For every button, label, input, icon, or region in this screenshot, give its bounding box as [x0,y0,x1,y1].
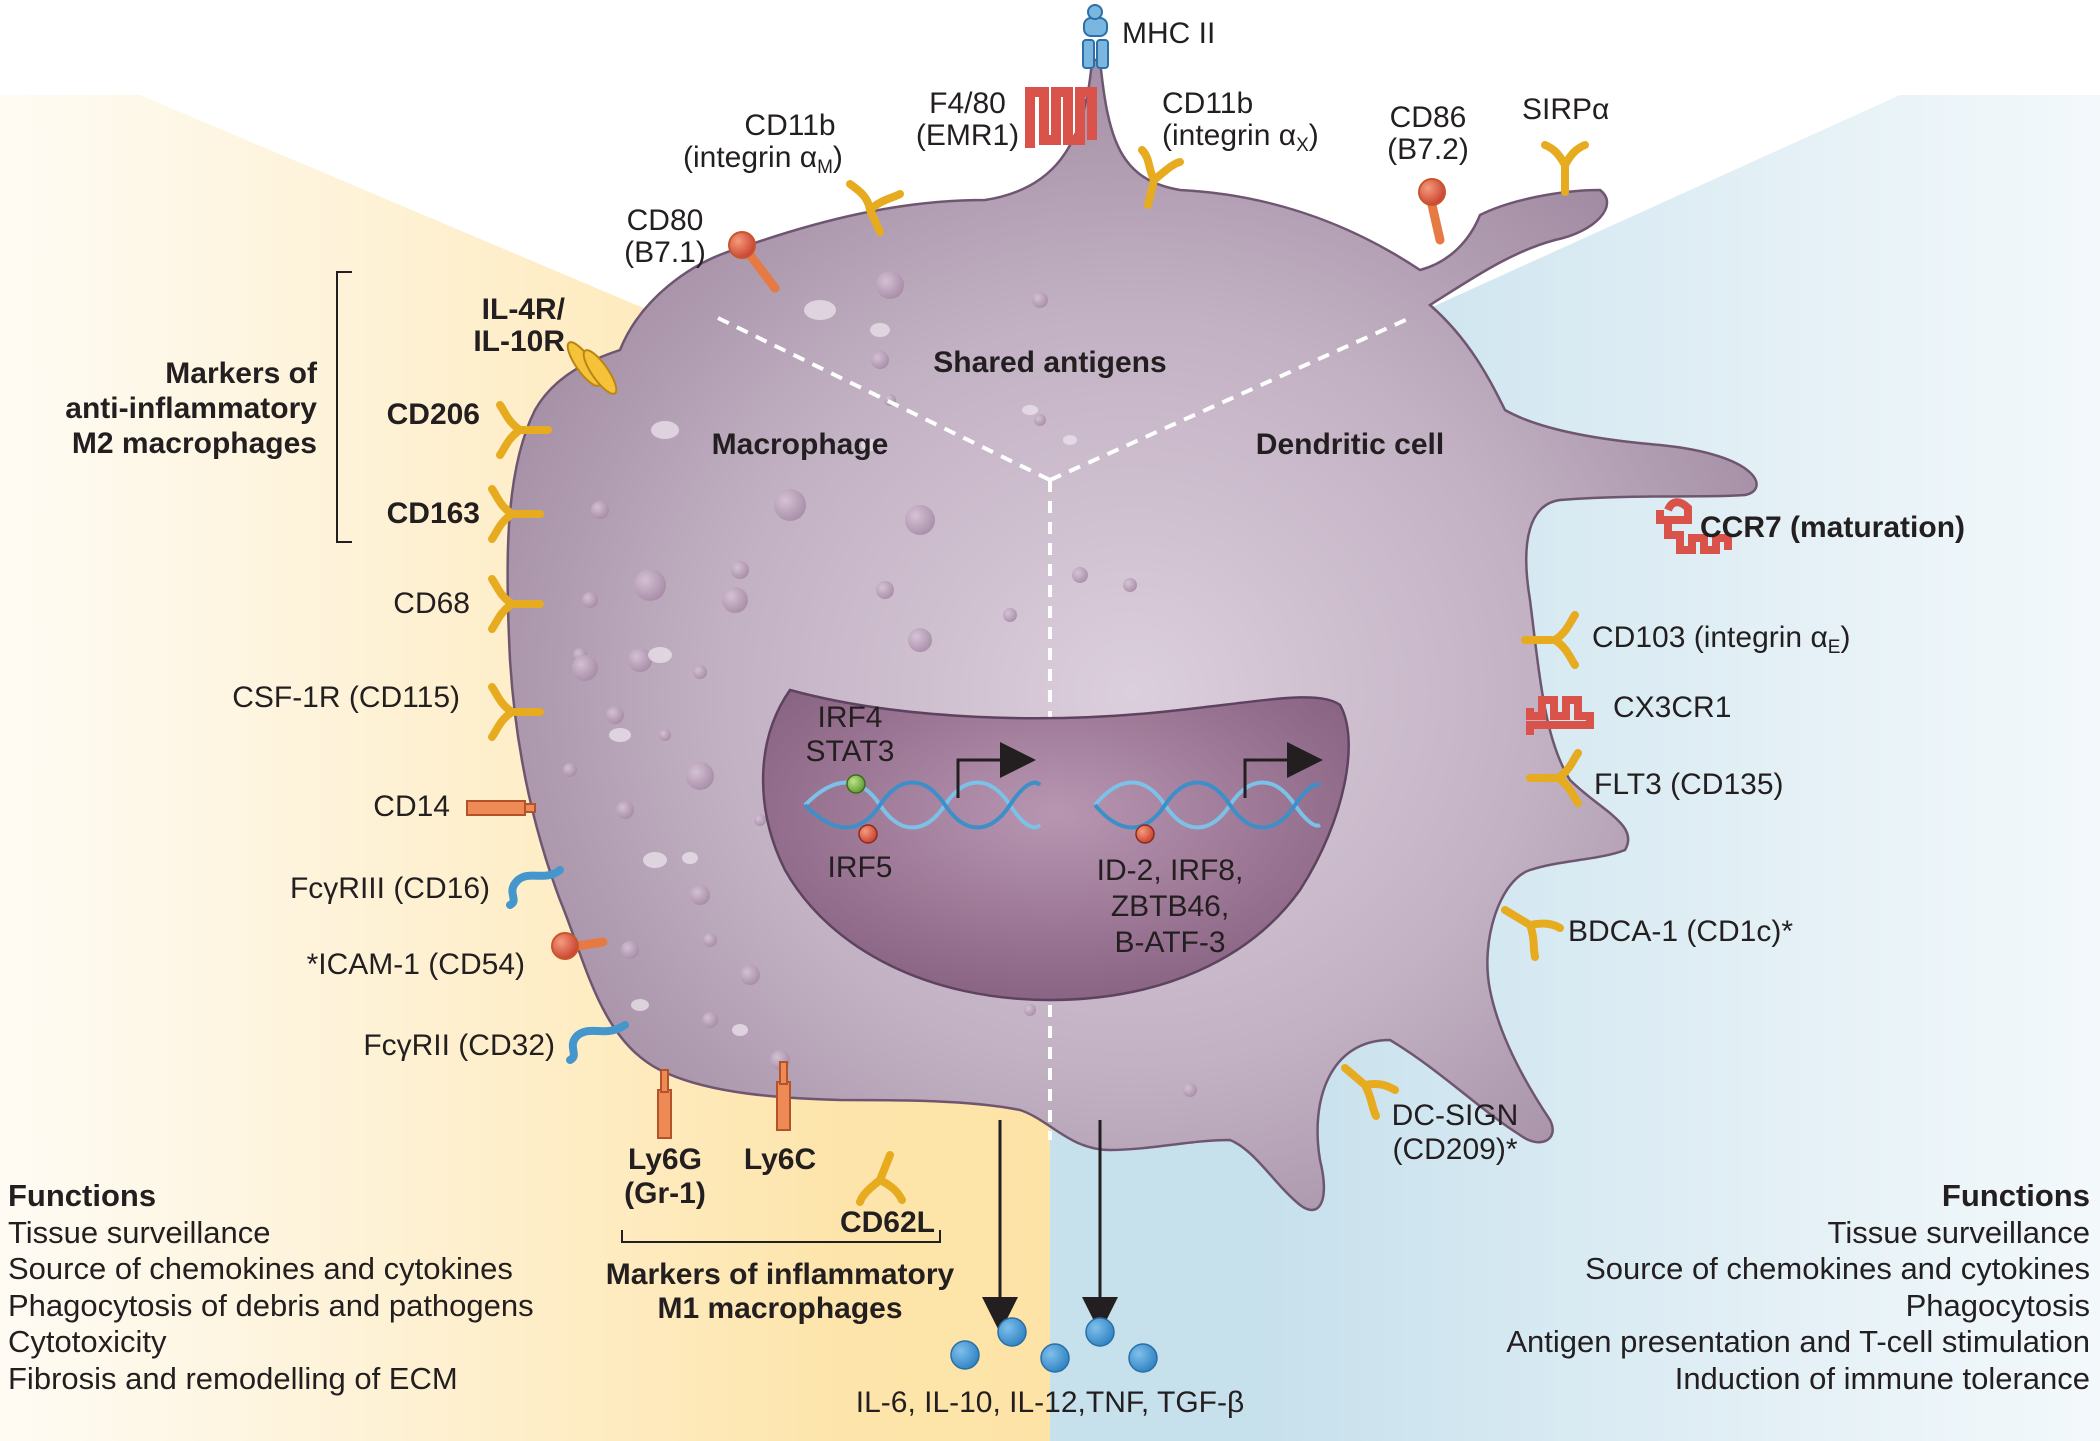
cd11b-m-label-line1: CD11b [744,109,836,142]
fcgr3-label: FcγRIII (CD16) [289,872,490,905]
functions-right-item: Antigen presentation and T-cell stimulat… [1506,1324,2090,1359]
ly6c-label: Ly6C [743,1143,817,1176]
id2-irf8-label: ID-2, IRF8, [1096,854,1244,887]
serpentine-receptors [1025,87,1732,735]
m1-bracket [621,1230,941,1243]
cd11b-m-label-line2: (integrin αM) [683,141,843,178]
m1-markers-line2: M1 macrophages [657,1292,903,1325]
csf1r-label: CSF-1R (CD115) [232,681,460,714]
il4r-label-line1: IL-4R/ [481,293,565,326]
cd62l-label: CD62L [839,1206,935,1239]
shared-antigens-label: Shared antigens [933,346,1167,379]
cd11b-x-label-line2: (integrin αX) [1162,119,1319,156]
batf3-label: B-ATF-3 [1114,926,1226,959]
functions-right-item: Phagocytosis [1905,1287,2090,1323]
bdca1-label: BDCA-1 (CD1c)* [1568,915,1794,948]
stat3-label: STAT3 [805,735,895,768]
stat3-binding-site [846,774,866,794]
functions-left-item: Fibrosis and remodelling of ECM [8,1360,458,1396]
functions-left-item: Phagocytosis of debris and pathogens [8,1287,534,1323]
m2-bracket [336,271,352,543]
y-receptors [488,141,1589,1206]
functions-right-item: Induction of immune tolerance [1674,1360,2090,1396]
nucleus [761,688,1350,1002]
cd11b-x-label-line1: CD11b [1162,87,1254,120]
transcription-arrow-left [956,742,1036,798]
cd86-label-line1: CD86 [1389,101,1467,134]
functions-right-item: Tissue surveillance [1827,1214,2090,1250]
f480-label-line1: F4/80 [929,87,1006,120]
m2-markers-line1: Markers of [165,357,317,390]
functions-left-item: Tissue surveillance [8,1214,271,1250]
cd206-label: CD206 [386,398,480,431]
cytokines-label: IL-6, IL-10, IL-12,TNF, TGF-β [855,1386,1245,1419]
cd103-label: CD103 (integrin αE) [1592,621,1851,658]
functions-right-item: Source of chemokines and cytokines [1585,1251,2090,1286]
functions-left: Functions Tissue surveillance Source of … [8,1178,628,1397]
id2-binding-site [1135,824,1155,844]
cell-body [506,58,1758,1212]
vesicles [563,271,1197,1097]
mhc2-label: MHC II [1122,17,1216,50]
il4r-label-line2: IL-10R [473,325,565,358]
functions-right: Functions Tissue surveillance Source of … [1400,1178,2090,1397]
cd80-label-line1: CD80 [626,204,704,237]
irf5-binding-site [858,824,878,844]
cd14-label: CD14 [373,790,450,823]
il4r-receptor [566,341,618,395]
zbtb46-label: ZBTB46, [1110,890,1230,923]
ccr7-label: CCR7 (maturation) [1700,511,1966,544]
dendritic-cell-label: Dendritic cell [1255,428,1445,461]
m2-markers-line2: anti-inflammatory [65,392,317,425]
m2-markers-line3: M2 macrophages [71,427,317,460]
wavy-receptors [506,866,629,1064]
dcsign-label-line1: DC-SIGN [1391,1099,1519,1132]
transcription-arrow-right [1243,742,1323,798]
functions-left-item: Source of chemokines and cytokines [8,1251,513,1286]
irf5-label: IRF5 [827,851,893,884]
functions-right-heading: Functions [1941,1178,2090,1213]
mhc2-receptor [1082,4,1109,69]
functions-left-heading: Functions [8,1178,157,1213]
irf4-label: IRF4 [817,701,883,734]
cd68-label: CD68 [393,587,470,620]
f480-label-line2: (EMR1) [915,119,1020,152]
cytokine-spheres [950,1317,1158,1373]
ly6g-label-line1: Ly6G [628,1143,702,1176]
stick-receptors [466,800,791,1139]
macrophage-label: Macrophage [711,428,889,461]
cx3cr1-label: CX3CR1 [1613,691,1732,724]
sirpa-label: SIRPα [1522,93,1610,126]
m1-markers-line1: Markers of inflammatory [605,1258,955,1291]
cd163-label: CD163 [386,497,480,530]
cd86-label-line2: (B7.2) [1387,133,1469,166]
functions-left-item: Cytotoxicity [8,1324,167,1359]
region-dividers [717,316,1411,1140]
flt3-label: FLT3 (CD135) [1594,768,1784,801]
icam1-label: *ICAM-1 (CD54) [306,948,525,981]
dcsign-label-line2: (CD209)* [1392,1133,1518,1166]
lollipop-receptors [551,178,1446,960]
cd80-label-line2: (B7.1) [624,236,706,269]
vesicle-highlights [609,300,1077,1036]
ly6g-label-line2: (Gr-1) [624,1177,706,1210]
fcgr2-label: FcγRII (CD32) [363,1029,555,1062]
